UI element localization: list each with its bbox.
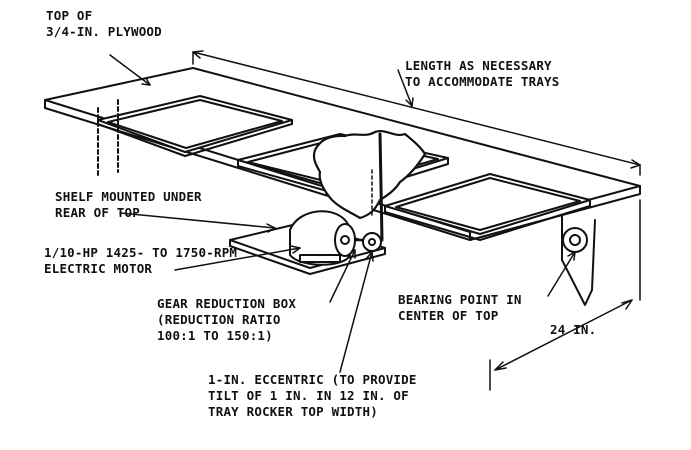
length-dimension [192, 50, 641, 176]
label-top-of-plywood: TOP OF 3/4-IN. PLYWOOD [46, 8, 162, 39]
label-motor: 1/10-HP 1425- TO 1750-RPM ELECTRIC MOTOR [44, 245, 238, 276]
motor-assembly [229, 210, 386, 275]
label-bearing: BEARING POINT IN CENTER OF TOP [398, 292, 522, 323]
left-tray [97, 95, 293, 157]
label-gear-box: GEAR REDUCTION BOX (REDUCTION RATIO 100:… [157, 296, 297, 343]
cutaway-opening [312, 130, 427, 242]
right-bearing [561, 214, 596, 306]
label-eccentric: 1-IN. ECCENTRIC (TO PROVIDE TILT OF 1 IN… [208, 372, 417, 419]
width-dimension [489, 199, 641, 391]
label-shelf: SHELF MOUNTED UNDER REAR OF TOP [55, 189, 202, 220]
left-leg [97, 99, 119, 176]
right-tray [384, 173, 591, 241]
label-width: 24 IN. [550, 322, 597, 337]
leader-lines [109, 54, 576, 373]
label-length: LENGTH AS NECESSARY TO ACCOMMODATE TRAYS [405, 58, 560, 89]
